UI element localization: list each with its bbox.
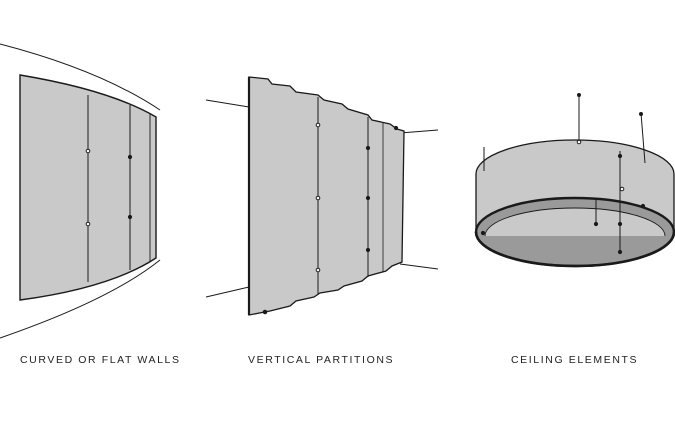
partition-fastener (315, 122, 321, 128)
partition-floor-line-left-bottom (205, 286, 250, 298)
ring-front-lip (474, 231, 675, 268)
partition-floor-line-left-top (205, 99, 250, 108)
cable-anchor (577, 93, 581, 97)
cable-anchor (639, 112, 643, 116)
wall-fastener (85, 148, 91, 154)
partition-fastener (262, 309, 268, 315)
ceiling-ring-illustration (474, 93, 675, 268)
partition-floor-line-right-top (399, 129, 439, 134)
ring-fastener (617, 249, 623, 255)
ring-fastener (480, 230, 486, 236)
ring-fastener (617, 221, 623, 227)
partition-floor-line-right-bottom (399, 263, 439, 270)
curved-wall-illustration (0, 43, 161, 339)
wall-fastener (127, 154, 133, 160)
partition-fastener (365, 247, 371, 253)
partition-fastener (365, 195, 371, 201)
ring-fastener (619, 186, 625, 192)
partition-panel (248, 76, 405, 316)
ring-fastener (617, 153, 623, 159)
wall-outer-curve-top (0, 43, 161, 111)
partition-fastener (365, 145, 371, 151)
partition-fastener (393, 125, 399, 131)
caption-vertical-partitions: VERTICAL PARTITIONS (248, 354, 395, 366)
ring-fastener (576, 139, 582, 145)
caption-ceiling-elements: CEILING ELEMENTS (511, 354, 639, 366)
caption-curved-walls: CURVED OR FLAT WALLS (20, 354, 181, 366)
wall-outer-curve-bottom (0, 259, 161, 339)
partition-fastener (315, 267, 321, 273)
ring-fastener (640, 203, 646, 209)
wall-fastener (127, 214, 133, 220)
wall-fastener (85, 221, 91, 227)
partition-fastener (315, 195, 321, 201)
vertical-partition-illustration (205, 76, 439, 316)
suspension-cable-right (640, 112, 646, 164)
ring-fastener (593, 221, 599, 227)
